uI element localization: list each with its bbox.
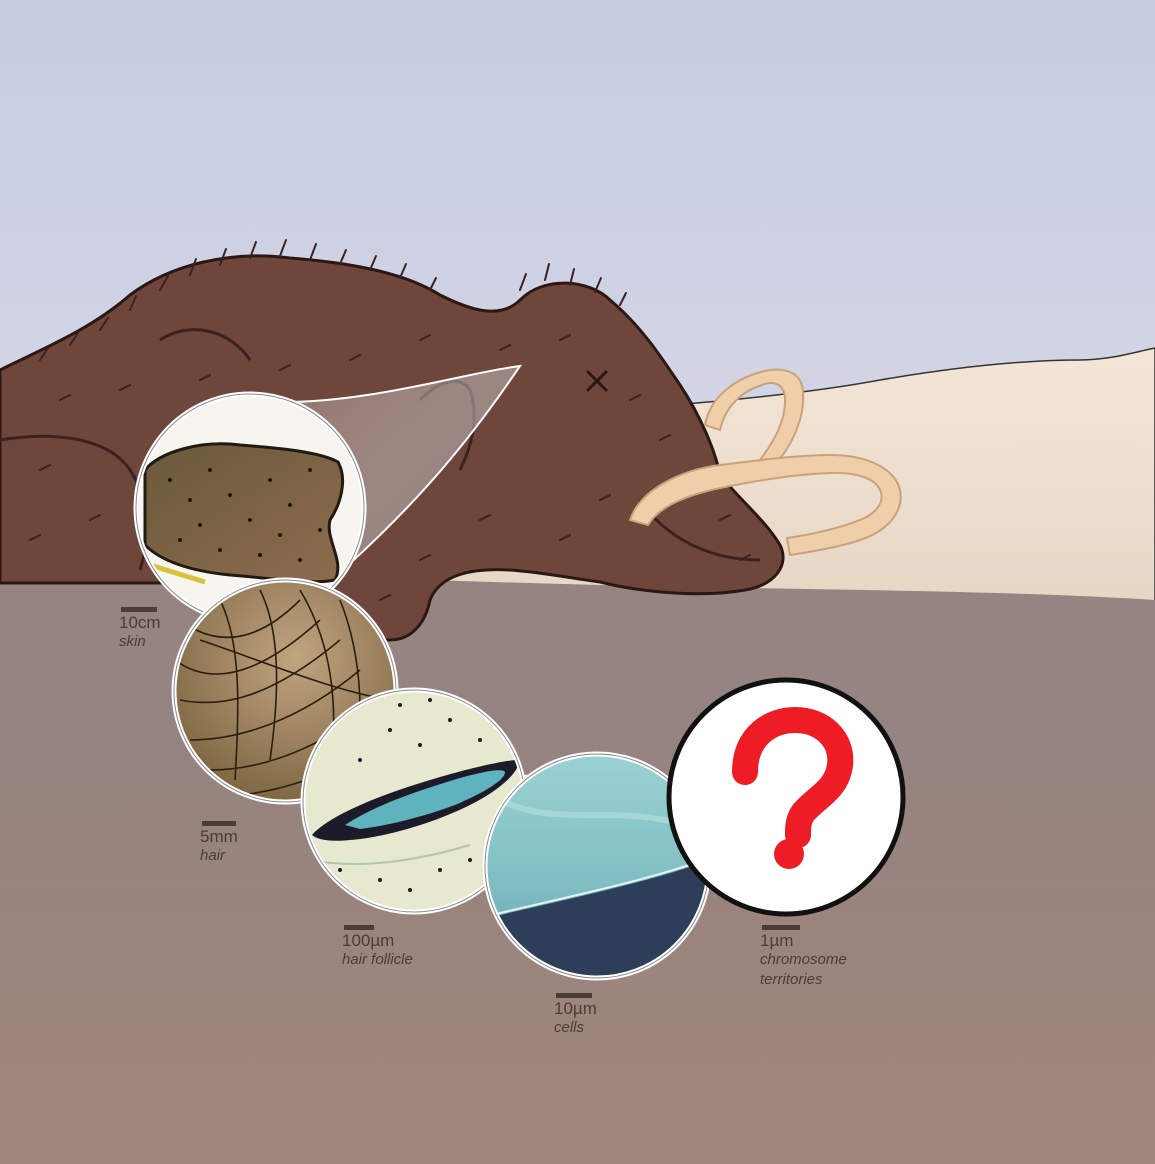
label-hair-follicle: hair follicle xyxy=(342,950,413,970)
scale-bar-hair xyxy=(202,821,236,826)
scale-bar-skin xyxy=(121,607,157,612)
scale-hair: 5mm hair xyxy=(200,821,238,866)
label-hair: hair xyxy=(200,846,238,866)
chromosome-territories-circle xyxy=(669,680,903,914)
scale-value-hair-follicle: 100µm xyxy=(342,931,413,950)
scale-value-skin: 10cm xyxy=(119,613,161,632)
label-cells: cells xyxy=(554,1018,597,1038)
scale-bar-chromosome-territories xyxy=(762,925,800,930)
scale-bar-cells xyxy=(556,993,592,998)
scale-chromosome-territories: 1µm chromosome territories xyxy=(760,925,910,990)
label-chromosome-territories: chromosome territories xyxy=(760,950,840,990)
scale-bar-hair-follicle xyxy=(344,925,374,930)
question-mark-dot xyxy=(774,839,804,869)
label-skin: skin xyxy=(119,632,161,652)
scale-hair-follicle: 100µm hair follicle xyxy=(342,925,413,970)
scale-value-hair: 5mm xyxy=(200,827,238,846)
scale-skin: 10cm skin xyxy=(119,607,161,652)
scale-value-cells: 10µm xyxy=(554,999,597,1018)
scale-value-chromosome-territories: 1µm xyxy=(760,931,910,950)
scale-cells: 10µm cells xyxy=(554,993,597,1038)
